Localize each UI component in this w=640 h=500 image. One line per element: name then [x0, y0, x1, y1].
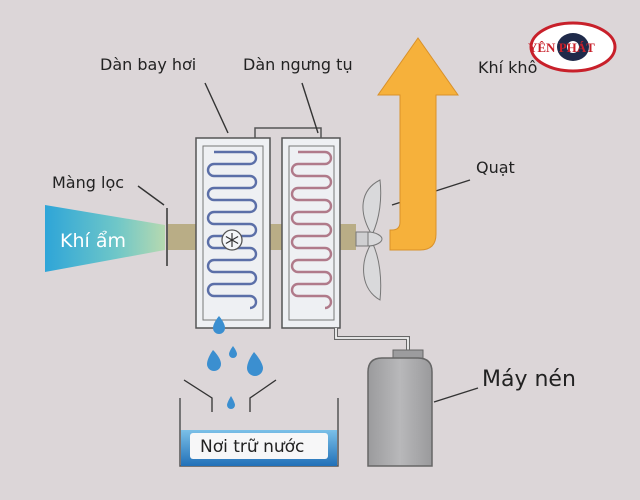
fan-label: Quạt: [476, 158, 515, 177]
water-drops: [207, 316, 263, 409]
water-tank-label-box: [190, 433, 328, 459]
condenser-leader: [301, 82, 319, 134]
evaporator-tube: [206, 150, 258, 310]
yen-phat-logo: YÊN PHÁT: [528, 21, 617, 73]
logo-text: YÊN PHÁT: [528, 40, 595, 55]
water-drop: [213, 316, 225, 334]
evaporator-inner-frame: [202, 145, 264, 321]
filter-leader: [137, 185, 165, 206]
compressor-pipe-inner: [335, 328, 409, 352]
drip-funnel: [183, 379, 277, 412]
snowflake-glyph: [225, 233, 239, 247]
dry-air-label: Khí khô: [478, 58, 537, 77]
fan-icon: [355, 179, 383, 301]
filter-label: Màng lọc: [52, 173, 124, 192]
condenser-label: Dàn ngưng tụ: [243, 55, 353, 74]
compressor-leader: [433, 387, 479, 403]
condenser-tube: [290, 150, 333, 310]
water-drop: [227, 396, 235, 409]
water-drop: [229, 346, 237, 358]
evaporator-label: Dàn bay hơi: [100, 55, 196, 74]
evaporator-leader: [204, 82, 229, 134]
water-drop: [247, 352, 263, 376]
water-tank-label: Nơi trữ nước: [200, 437, 304, 457]
humid-air-label: Khí ẩm: [60, 230, 126, 252]
compressor-label: Máy nén: [482, 367, 576, 392]
condenser-inner-frame: [288, 145, 335, 321]
dry-air-arrow: [377, 37, 459, 251]
compressor-pipe: [334, 328, 410, 352]
top-pipe: [254, 127, 322, 138]
humid-air-funnel: [45, 205, 165, 272]
logo-pupil-highlight: [567, 41, 579, 53]
water-drop: [207, 350, 221, 371]
compressor-body: [367, 357, 433, 467]
